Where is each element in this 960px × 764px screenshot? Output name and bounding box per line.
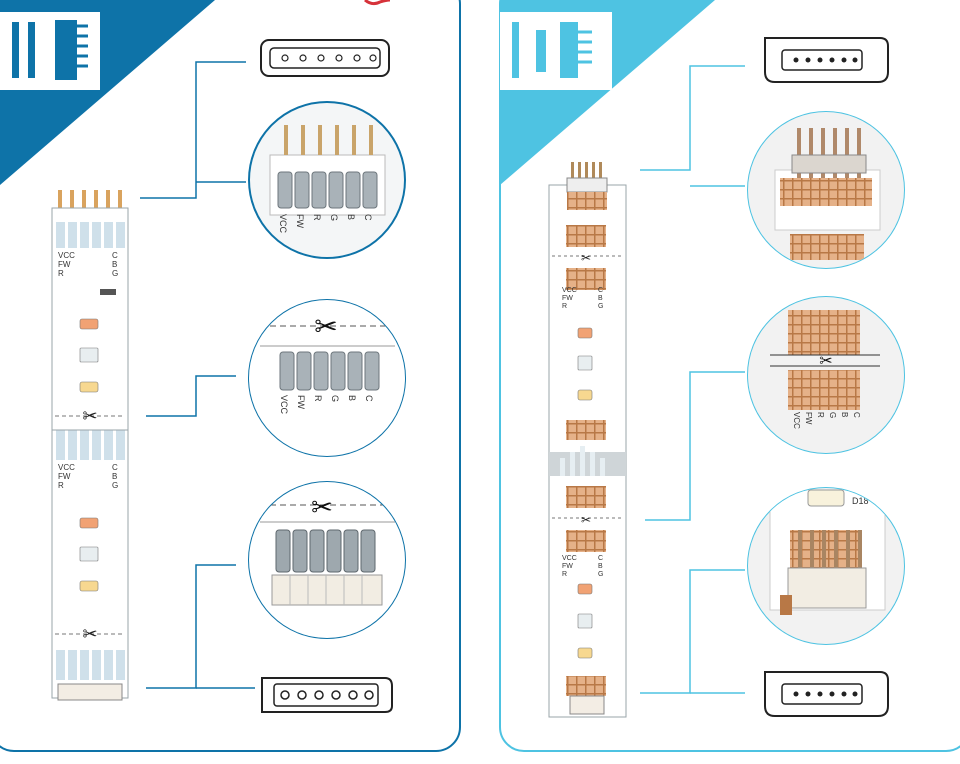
resistor-icon <box>100 289 116 295</box>
pin-label: VCC <box>58 251 75 260</box>
svg-text:B: B <box>347 395 357 401</box>
chip-label: D18 <box>852 496 869 506</box>
led-orange-icon <box>79 318 99 330</box>
svg-text:FW: FW <box>804 412 813 425</box>
pin-label: FW <box>58 260 71 269</box>
pin-label: FW <box>58 472 71 481</box>
svg-text:G: G <box>828 412 837 418</box>
led-yellow-icon <box>79 580 99 592</box>
pin-label: R <box>562 303 567 310</box>
pin-label: B <box>598 295 603 302</box>
svg-text:FW: FW <box>296 395 306 409</box>
strip-end-icon <box>0 12 100 90</box>
led-yellow-icon <box>577 389 593 401</box>
svg-text:R: R <box>312 214 322 221</box>
smd-header-zoom: D18 <box>747 487 905 645</box>
pin-label: R <box>58 269 64 278</box>
male-pin-header-zoom: VCC FW R G B C <box>248 101 406 259</box>
svg-text:C: C <box>852 412 861 418</box>
pin-label: B <box>112 260 117 269</box>
svg-text:VCC: VCC <box>278 214 288 234</box>
pin-label: FW <box>562 563 573 570</box>
led-white-icon <box>79 546 99 562</box>
pin-label: B <box>598 563 603 570</box>
svg-text:C: C <box>363 214 373 221</box>
led-white-icon <box>577 355 593 371</box>
svg-text:B: B <box>840 412 849 417</box>
female-5-pin-housing-icon <box>260 39 390 77</box>
strip-end-icon <box>500 12 612 90</box>
pin-label: C <box>598 287 603 294</box>
svg-text:G: G <box>330 395 340 402</box>
end-connector-housing <box>57 683 123 701</box>
pin-label: G <box>112 269 118 278</box>
pin-label: FW <box>562 295 573 302</box>
scissors-icon: ✂ <box>82 406 97 426</box>
scissors-icon: ✂ <box>581 251 591 265</box>
led-orange-icon <box>577 583 593 595</box>
female-connector-housing-icon <box>261 677 393 713</box>
pin-header-zoom <box>747 111 905 269</box>
micro-connector-icon <box>764 37 889 83</box>
soldered-header-zoom: ✂ <box>248 481 406 639</box>
pin-label: VCC <box>562 287 577 294</box>
scissors-icon: ✂ <box>82 624 97 644</box>
led-yellow-icon <box>79 381 99 393</box>
micro-connector-icon <box>764 671 889 717</box>
svg-text:R: R <box>816 412 825 418</box>
pin-label: R <box>562 571 567 578</box>
pin-label: G <box>598 571 603 578</box>
led-orange-icon <box>79 517 99 529</box>
pin-label: B <box>112 472 117 481</box>
scissors-icon: ✂ <box>314 311 337 342</box>
pin-label: G <box>598 303 603 310</box>
led-white-icon <box>577 613 593 629</box>
cut-pad-zoom: ✂ VCC FW R G B C <box>248 299 406 457</box>
pin-label: C <box>598 555 603 562</box>
left-leader-lines <box>140 61 255 689</box>
pin-label: C <box>112 463 118 472</box>
svg-text:G: G <box>329 214 339 221</box>
led-orange-icon <box>577 327 593 339</box>
led-white-icon <box>79 347 99 363</box>
scissors-icon: ✂ <box>819 353 832 370</box>
pin-label: R <box>58 481 64 490</box>
led-yellow-icon <box>577 647 593 659</box>
svg-text:VCC: VCC <box>279 395 289 415</box>
pin-label: VCC <box>562 555 577 562</box>
pin-label: VCC <box>58 463 75 472</box>
scissors-icon: ✂ <box>311 492 333 522</box>
pin-label: G <box>112 481 118 490</box>
svg-text:B: B <box>346 214 356 220</box>
pin-label: C <box>112 251 118 260</box>
svg-text:C: C <box>364 395 374 402</box>
scissors-icon: ✂ <box>581 513 591 527</box>
led-chip-icon <box>807 489 845 507</box>
svg-text:VCC: VCC <box>792 412 801 429</box>
right-leader-lines <box>640 65 745 694</box>
svg-text:R: R <box>313 395 323 402</box>
svg-text:FW: FW <box>295 214 305 228</box>
